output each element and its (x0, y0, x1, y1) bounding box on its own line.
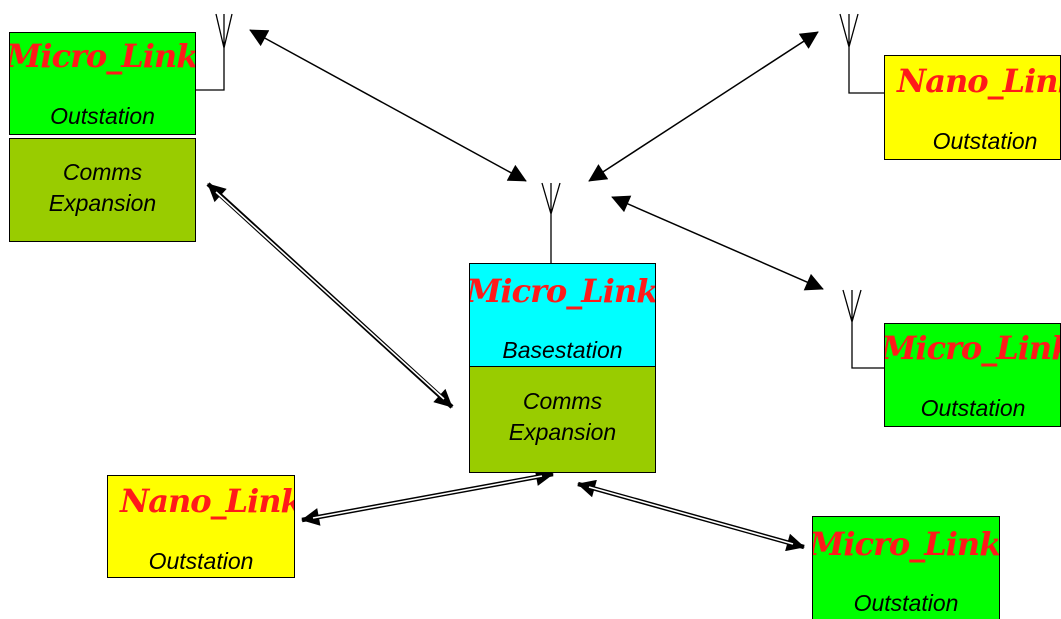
wired-link-bottom-right (577, 479, 805, 552)
role-label: Outstation (148, 548, 254, 574)
comms-expansion-top-left: Comms Expansion (9, 138, 196, 242)
wired-link-top-left (206, 182, 454, 409)
comms-expansion-center: Comms Expansion (469, 366, 656, 473)
radio-link-top-right (588, 31, 819, 182)
radio-link-right (611, 195, 824, 291)
role-label: Basestation (502, 337, 623, 363)
micro-outstation-bottom-right: Micro_Link Outstation (812, 516, 1000, 619)
antenna-icon-top-left (196, 13, 233, 91)
micro-outstation-right: Micro_Link Outstation (884, 323, 1061, 427)
brand-label: Nano_Link (120, 482, 295, 520)
brand-label: Micro_Link (884, 329, 1061, 367)
comms-expansion-label: Comms Expansion (48, 159, 157, 216)
basestation: Micro_Link Basestation (469, 263, 656, 368)
role-label: Outstation (932, 128, 1038, 154)
role-label: Outstation (920, 395, 1026, 421)
nano-outstation-top-right: Nano_Link Outstation (884, 55, 1061, 160)
role-label: Outstation (853, 590, 959, 616)
radio-link-top-left (249, 29, 527, 182)
comms-expansion-label: Comms Expansion (508, 388, 617, 445)
role-label: Outstation (50, 103, 155, 129)
brand-label: Micro_Link (9, 37, 196, 75)
antenna-icon-right (842, 289, 884, 369)
wired-link-bottom-left (301, 468, 554, 526)
brand-label: Micro_Link (469, 272, 656, 310)
brand-label: Micro_Link (812, 525, 1000, 563)
antenna-icon-center (541, 182, 561, 263)
antenna-icon-top-right (839, 13, 884, 94)
micro-outstation-top-left: Micro_Link Outstation (9, 32, 196, 135)
brand-label: Nano_Link (897, 62, 1061, 100)
nano-outstation-bottom-left: Nano_Link Outstation (107, 475, 295, 578)
